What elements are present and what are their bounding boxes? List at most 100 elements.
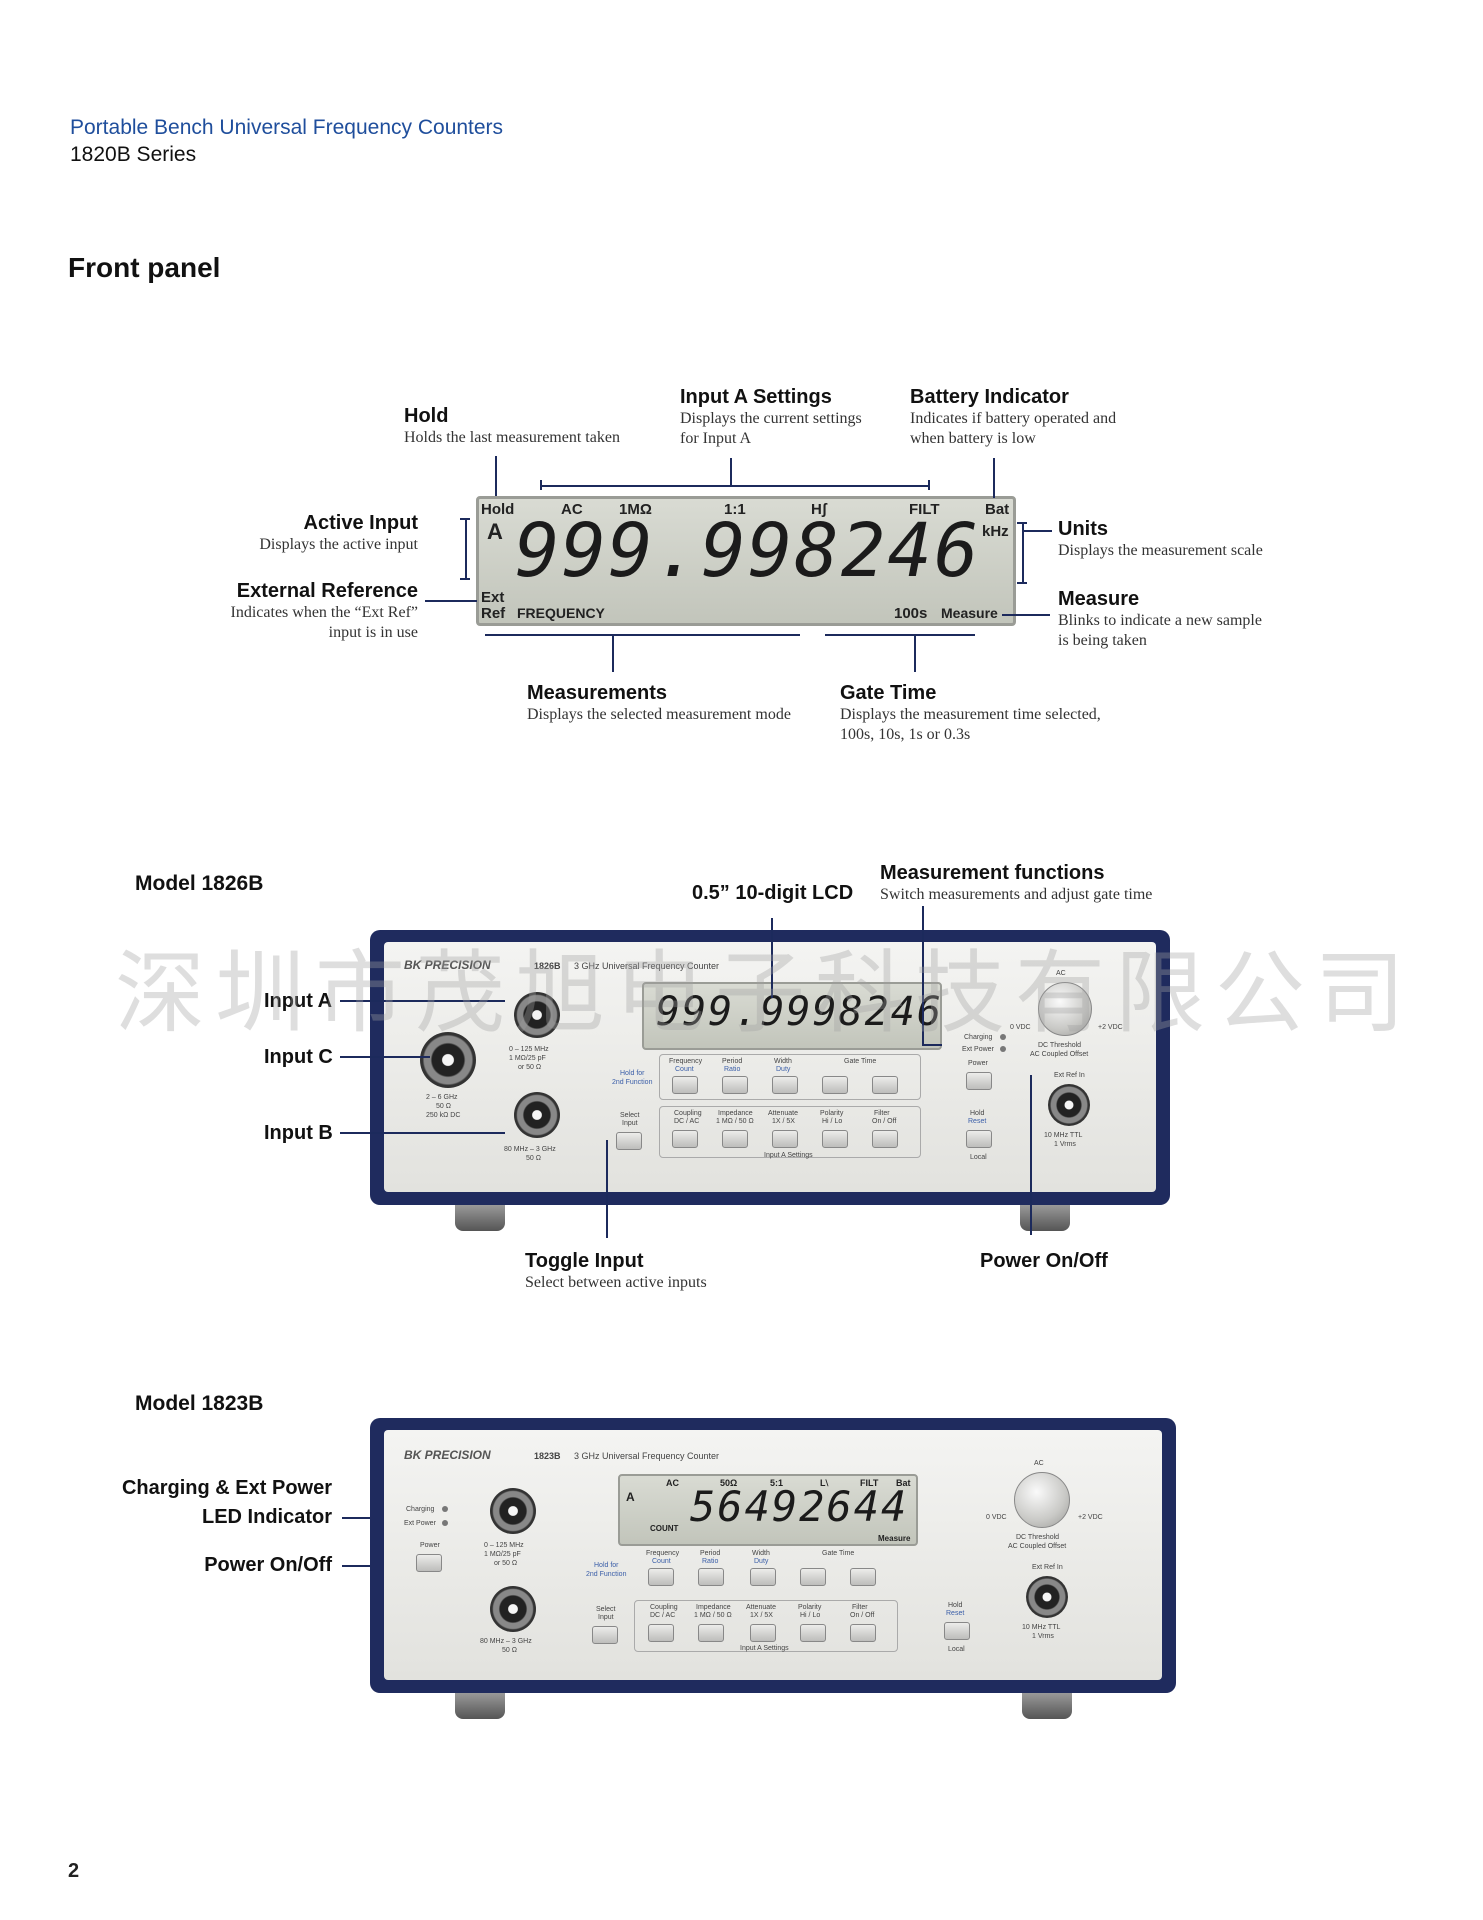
frequency-button[interactable] bbox=[672, 1076, 698, 1094]
attenuate-button[interactable] bbox=[772, 1130, 798, 1148]
select-input-button[interactable] bbox=[592, 1626, 618, 1644]
hold-button[interactable] bbox=[944, 1622, 970, 1640]
hold-button[interactable] bbox=[966, 1130, 992, 1148]
gate-up-button[interactable] bbox=[850, 1568, 876, 1586]
dcac-label: DC / AC bbox=[674, 1118, 700, 1125]
freq-label: Frequency bbox=[669, 1058, 703, 1065]
period-label: Period bbox=[700, 1550, 721, 1557]
extpower-label: Ext Power bbox=[404, 1520, 436, 1527]
input-a-connector[interactable] bbox=[490, 1488, 536, 1534]
device-1823b: BK PRECISION 1823B 3 GHz Universal Frequ… bbox=[370, 1418, 1176, 1693]
polarity-button[interactable] bbox=[800, 1624, 826, 1642]
extpower-led bbox=[442, 1520, 448, 1526]
hold-2nd-label: Hold for bbox=[620, 1070, 645, 1077]
input-b-connector[interactable] bbox=[514, 1092, 560, 1138]
period-button[interactable] bbox=[698, 1568, 724, 1586]
coupling-button[interactable] bbox=[672, 1130, 698, 1148]
input-label: Input bbox=[598, 1614, 614, 1621]
spec-a3: or 50 Ω bbox=[494, 1560, 518, 1567]
ext-ref-leader bbox=[425, 600, 477, 602]
led-leader bbox=[342, 1517, 397, 1519]
active-input-bracket bbox=[465, 518, 467, 580]
gate-time-title: Gate Time bbox=[840, 682, 937, 704]
attenuate-button[interactable] bbox=[750, 1624, 776, 1642]
power-label: Power bbox=[420, 1542, 440, 1549]
impedance-button[interactable] bbox=[722, 1130, 748, 1148]
threshold-knob[interactable] bbox=[1014, 1472, 1070, 1528]
brand-logo: BK PRECISION bbox=[404, 1448, 491, 1462]
device-foot bbox=[455, 1693, 505, 1719]
device-1826b: BK PRECISION 1826B 3 GHz Universal Frequ… bbox=[370, 930, 1170, 1205]
measurements-bracket bbox=[485, 634, 800, 636]
spec-a: 0 – 125 MHz bbox=[484, 1542, 524, 1549]
dc-threshold-label: DC Threshold bbox=[1038, 1042, 1082, 1049]
ratio-label: Ratio bbox=[702, 1558, 719, 1565]
settings-label: Input A Settings bbox=[740, 1645, 789, 1652]
device-foot bbox=[455, 1205, 505, 1231]
input-b-connector[interactable] bbox=[490, 1586, 536, 1632]
polarity-label: Polarity bbox=[820, 1110, 844, 1117]
measurements-leader bbox=[612, 634, 614, 672]
threshold-knob[interactable] bbox=[1038, 982, 1092, 1036]
duty-label: Duty bbox=[754, 1558, 769, 1565]
coupling-button[interactable] bbox=[648, 1624, 674, 1642]
toggle-input-leader bbox=[606, 1140, 608, 1238]
filter-button[interactable] bbox=[872, 1130, 898, 1148]
attenuate-label: Attenuate bbox=[768, 1110, 798, 1117]
lcd-1823b-reading: 56492644 bbox=[690, 1482, 909, 1531]
model-1826b-title: Model 1826B bbox=[135, 872, 264, 895]
spec-c2: 50 Ω bbox=[436, 1103, 451, 1110]
lcd-polarity: L⧵ bbox=[820, 1478, 829, 1488]
polarity-button[interactable] bbox=[822, 1130, 848, 1148]
gate-up-button[interactable] bbox=[872, 1076, 898, 1094]
gate-down-button[interactable] bbox=[822, 1076, 848, 1094]
toggle-input-title: Toggle Input bbox=[525, 1250, 644, 1272]
toggle-input-desc: Select between active inputs bbox=[525, 1274, 707, 1291]
faceplate-1826b: BK PRECISION 1826B 3 GHz Universal Frequ… bbox=[384, 942, 1156, 1192]
width-button[interactable] bbox=[772, 1076, 798, 1094]
impedance-button[interactable] bbox=[698, 1624, 724, 1642]
bracket-end bbox=[1017, 582, 1027, 584]
ext-ref-connector[interactable] bbox=[1026, 1576, 1068, 1618]
gate-time-bracket bbox=[825, 634, 975, 636]
spec-a: 0 – 125 MHz bbox=[509, 1046, 549, 1053]
imp2-label: 1 MΩ / 50 Ω bbox=[716, 1118, 754, 1125]
measurement-functions-title: Measurement functions bbox=[880, 862, 1105, 884]
select-input-button[interactable] bbox=[616, 1132, 642, 1150]
hilo-label: Hi / Lo bbox=[800, 1612, 821, 1619]
frequency-button[interactable] bbox=[648, 1568, 674, 1586]
vrms-label: 1 Vrms bbox=[1054, 1141, 1076, 1148]
zero-vdc-label: 0 VDC bbox=[986, 1514, 1007, 1521]
input-a-leader bbox=[340, 1000, 505, 1002]
attenuate-label: Attenuate bbox=[746, 1604, 776, 1611]
freq-label: Frequency bbox=[646, 1550, 680, 1557]
gate-down-button[interactable] bbox=[800, 1568, 826, 1586]
lcd-ac: AC bbox=[561, 501, 583, 518]
input-c-connector[interactable] bbox=[420, 1032, 476, 1088]
width-label: Width bbox=[752, 1550, 770, 1557]
lcd-filt: FILT bbox=[860, 1478, 879, 1488]
lcd-ref: Ref bbox=[481, 605, 506, 622]
input-a-connector[interactable] bbox=[514, 992, 560, 1038]
device-foot bbox=[1020, 1205, 1070, 1231]
input-a-bracket bbox=[540, 485, 930, 487]
filter-label: Filter bbox=[874, 1110, 890, 1117]
spec-b: 80 MHz – 3 GHz bbox=[504, 1146, 556, 1153]
gate-time-label: Gate Time bbox=[822, 1550, 855, 1557]
period-button[interactable] bbox=[722, 1076, 748, 1094]
width-button[interactable] bbox=[750, 1568, 776, 1586]
power-button[interactable] bbox=[966, 1072, 992, 1090]
filter-button[interactable] bbox=[850, 1624, 876, 1642]
holdbtn-label: Hold bbox=[970, 1110, 985, 1117]
lcd-display: Hold AC 1MΩ 1:1 Hʃ FILT Bat A 999.998246… bbox=[476, 496, 1016, 626]
input-label: Input bbox=[622, 1120, 638, 1127]
power-button[interactable] bbox=[416, 1554, 442, 1572]
units-desc: Displays the measurement scale bbox=[1058, 542, 1263, 559]
width-label: Width bbox=[774, 1058, 792, 1065]
measurement-function-group bbox=[659, 1054, 921, 1100]
ac-label: AC bbox=[1056, 970, 1066, 977]
led-indicator-label: LED Indicator bbox=[201, 1506, 332, 1528]
ext-ref-connector[interactable] bbox=[1048, 1084, 1090, 1126]
extpower-label: Ext Power bbox=[962, 1046, 994, 1053]
units-bracket bbox=[1022, 522, 1024, 584]
